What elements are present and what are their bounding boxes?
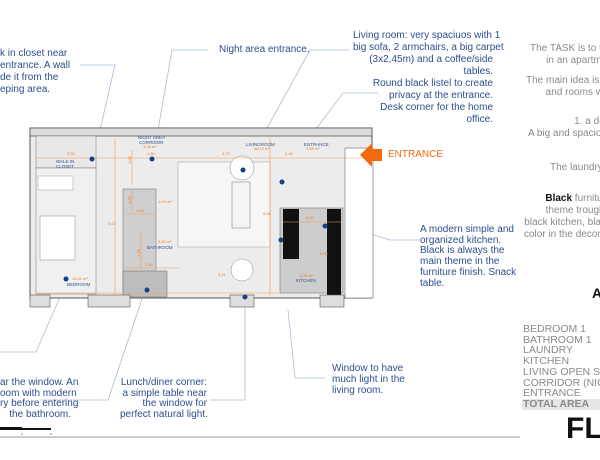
dimension-labels: 2,92 1,80 1,65 5,67 1,65 1,80 2,78 2,16 … [67, 151, 329, 277]
brief-point-1: 1. a doA big and spaciou [528, 116, 600, 139]
room-area: 1,04 m² [158, 199, 172, 204]
area-table: BEDROOM 1 BATHROOM 1 LAUNDRY KITCHEN LIV… [522, 324, 600, 410]
room-label-kitchen: KITCHEN [296, 278, 316, 283]
room-labels: WALK IN CLOSET NIGHT AREA CORRIDOR 3,34 … [56, 135, 329, 287]
dim-label: 5,67 [108, 221, 117, 226]
annotation-markers [63, 156, 328, 300]
room-area: 3,48 m² [306, 146, 320, 151]
room-area: 28,12 m² [254, 146, 270, 151]
sheet-title: FLO [566, 412, 600, 445]
scale-bar [22, 428, 51, 430]
room-label-walk-in: CLOSET [56, 164, 74, 169]
room-label-bathroom: BATHROOM [147, 245, 173, 250]
room-area: 6,38 m² [300, 273, 314, 278]
brief-laundry: The laundry [550, 162, 600, 173]
room-label-living: LIVINGROOM [246, 142, 275, 147]
entrance-label: ENTRANCE [388, 149, 444, 160]
area-row: BEDROOM 1 [523, 323, 587, 335]
area-total-row: TOTAL AREA [522, 399, 600, 410]
walls [29, 127, 374, 308]
brief-black-rest: furnitur [574, 193, 600, 204]
room-label-walk-in: WALK IN [56, 159, 74, 164]
dim-label: 2,18 [285, 151, 294, 156]
dim-label: 3,05 [320, 251, 329, 256]
dim-label: 2,09 [306, 215, 315, 220]
room-area: 16,51 m² [72, 276, 88, 281]
room-label-entrance: ENTRANCE [304, 142, 329, 147]
scale-tick: 4 [21, 432, 23, 436]
dim-label: 1,80 [147, 151, 156, 156]
dim-label: 2,78 [136, 248, 141, 257]
room-label-corridor: NIGHT AREA [138, 135, 165, 140]
note-night-area: Night area entrance. [219, 44, 310, 55]
dim-label: 5,06 [263, 211, 272, 216]
dim-label: 3,21 [218, 272, 227, 277]
area-row: LIVING OPEN SPA [523, 365, 600, 378]
room-label-corridor: CORRIDOR [139, 140, 164, 145]
area-row: ENTRANCE [523, 387, 581, 400]
leader-lines [0, 49, 420, 401]
area-row: KITCHEN [523, 355, 570, 368]
dim-label: 3,72 [222, 151, 231, 156]
area-row: LAUNDRY [523, 344, 573, 357]
area-row: BATHROOM 1 [523, 333, 592, 346]
area-row: CORRIDOR (NIGH [523, 376, 600, 389]
dim-label: 2,16 [145, 262, 154, 267]
dim-label: 1,80 [136, 208, 145, 213]
entrance-arrow-icon [360, 143, 382, 167]
dim-label: 2,92 [67, 151, 76, 156]
dim-label: 1,65 [127, 155, 132, 164]
areas-heading: A [592, 285, 600, 301]
dim-label: 1,65 [127, 195, 132, 204]
room-area: 3,34 m² [143, 144, 157, 149]
scale-tick: 5 [50, 432, 52, 436]
scale-bar [0, 427, 22, 430]
brief-black-bold: Black [545, 193, 573, 204]
room-area: 5,84 m² [158, 239, 172, 244]
room-label-bedroom: BEDROOM [67, 282, 91, 287]
